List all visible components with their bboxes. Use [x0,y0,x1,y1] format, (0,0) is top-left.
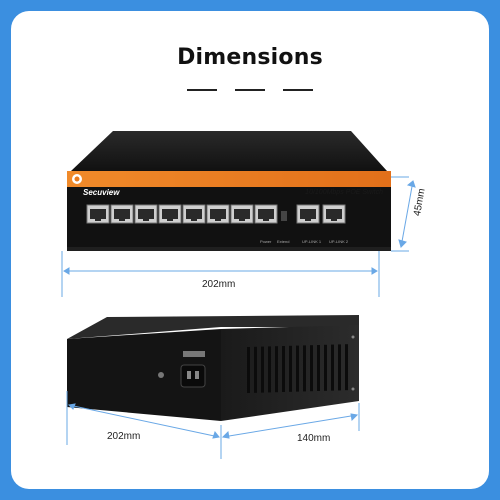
rj45-port-3 [134,204,158,224]
rating-sticker [183,351,205,357]
vent-slot [310,345,313,392]
title-underline-dash-1 [187,89,217,91]
vent-slot [275,346,278,393]
switch-model-label: 10/100Mbps POE Switch [305,189,383,196]
vent-slot [254,346,257,393]
vent-slot [296,345,299,392]
title-underline-dash-3 [283,89,313,91]
vent-slot [317,345,320,391]
ground-screw-icon [158,372,164,378]
dimension-card: Dimensions [11,11,489,489]
switch-orange-strip [67,171,391,187]
rj45-port-6 [206,204,230,224]
uplink-port-2 [322,204,346,224]
switch-brand-label: Secuview [83,188,120,197]
vent-slot [303,345,306,392]
vent-slot [345,344,348,391]
vent-slot [247,347,250,393]
uplink-label-1: UP-LINK 1 [302,239,322,244]
switch-top-panel [71,131,387,171]
vent-slot [268,346,271,393]
rear-width-label: 202mm [107,431,141,442]
power-socket-icon [180,364,206,388]
uplink-label-2: UP-LINK 2 [329,239,349,244]
vent-slot [261,346,264,393]
uplink-port-1 [296,204,320,224]
ventilation-slots [247,344,348,393]
dimension-lines [61,176,416,459]
depth-label: 140mm [297,433,331,444]
vent-slot [338,344,341,391]
switch-rear-view [67,315,359,421]
rj45-port-5 [182,204,206,224]
rj45-port-4 [158,204,182,224]
title-underline-dash-2 [235,89,265,91]
status-led-icon [281,211,287,221]
rj45-port-8 [254,204,278,224]
lan-ports [86,204,346,224]
switch-rear-top [67,315,359,339]
vent-slot [324,344,327,391]
switch-rear-panel [67,329,221,421]
front-width-label: 202mm [202,279,236,290]
rj45-port-7 [230,204,254,224]
product-illustration [61,131,416,459]
led-label-extend: Extend [277,239,290,244]
page-title: Dimensions [177,45,323,70]
vent-slot [282,346,285,392]
rj45-port-1 [86,204,110,224]
rj45-port-2 [110,204,134,224]
led-label-power: Power [260,239,272,244]
vent-slot [289,345,292,392]
vent-slot [331,344,334,391]
